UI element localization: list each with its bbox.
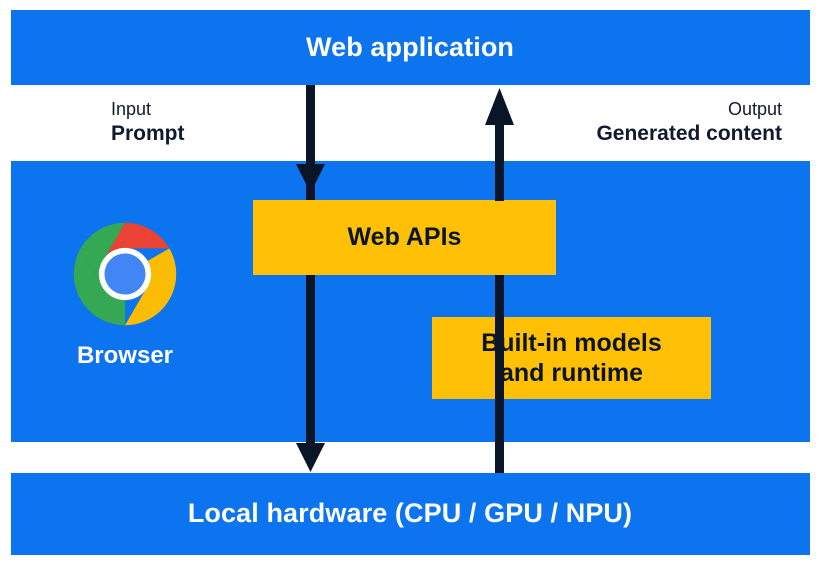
built-in-models-line2: and runtime [499,359,644,387]
chrome-logo-icon [73,222,177,326]
output-kind-label: Output [727,99,782,119]
built-in-models-label: Built-in models and runtime [481,328,662,389]
built-in-models-line1: Built-in models [481,328,662,357]
browser-group: Browser [55,218,195,370]
local-hardware-band [11,473,810,555]
local-hardware-title: Local hardware (CPU / GPU / NPU) [187,498,633,528]
built-in-models-box[interactable]: Built-in models and runtime [432,317,711,399]
web-application-band [11,10,810,85]
web-application-title: Web application [305,32,515,62]
web-apis-box[interactable]: Web APIs [253,200,556,275]
output-value-label: Generated content [596,121,782,145]
input-label-group: Input Prompt [111,99,185,147]
web-apis-label: Web APIs [347,223,462,252]
input-value-label: Prompt [111,121,185,145]
output-label-group: Output Generated content [596,99,782,147]
input-kind-label: Input [111,99,152,119]
browser-label: Browser [76,342,174,369]
